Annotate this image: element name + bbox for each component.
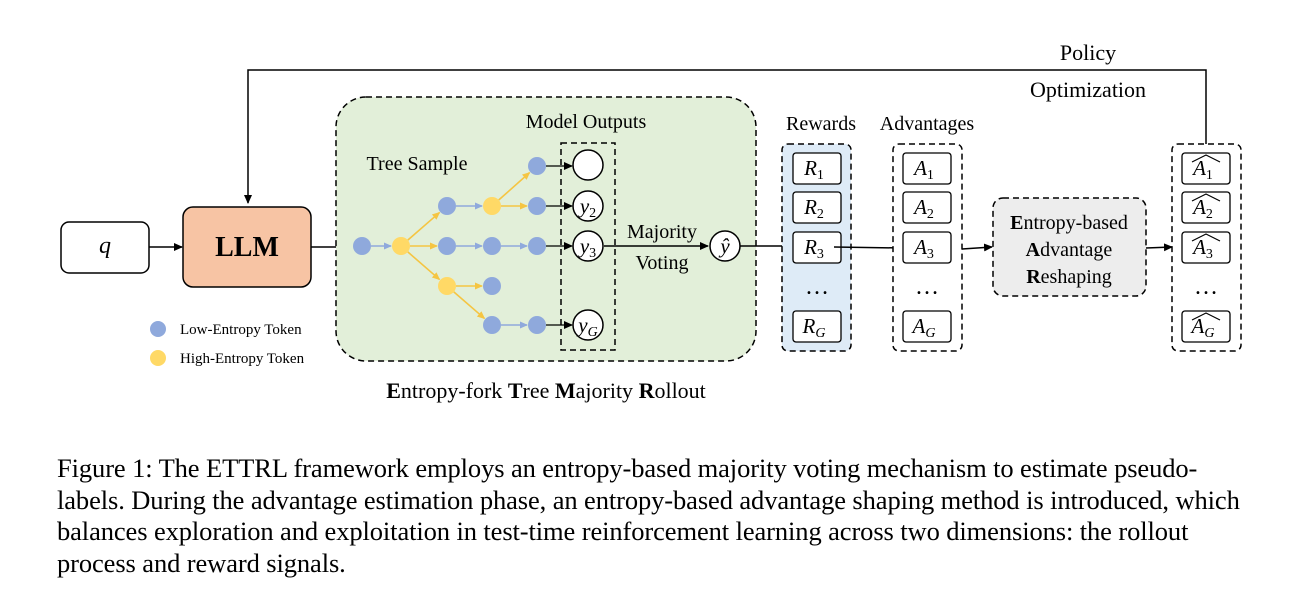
advantage-item: A3 xyxy=(902,231,952,264)
yhat-label: ŷ xyxy=(718,234,730,258)
low-entropy-token xyxy=(438,197,456,215)
high-entropy-token xyxy=(392,237,410,255)
tree-sample-label: Tree Sample xyxy=(367,153,468,175)
llm-node: LLM xyxy=(182,206,312,288)
reshaping-line1: Entropy-based xyxy=(1010,212,1128,234)
tree-edges xyxy=(371,162,573,329)
majority-voting: Majority Voting ŷ xyxy=(604,221,741,274)
optimization-label: Optimization xyxy=(1030,77,1146,102)
output-item-y2: y2 xyxy=(572,190,604,222)
high-entropy-legend-label: High-Entropy Token xyxy=(180,351,305,367)
reshaped-advantage-item: AG xyxy=(1181,310,1231,343)
ellipsis: … xyxy=(915,274,939,300)
figure-caption: Figure 1: The ETTRL framework employs an… xyxy=(57,453,1240,578)
low-entropy-legend-label: Low-Entropy Token xyxy=(180,322,302,338)
ettrl-framework-diagram: Policy Optimization q LLM Tree Sample Mo… xyxy=(60,40,1242,403)
tree-edge xyxy=(407,251,441,281)
rollout-title: Entropy-fork Tree Majority Rollout xyxy=(386,378,706,403)
svg-text:AG: AG xyxy=(911,314,936,341)
reward-item: RG xyxy=(792,310,842,343)
svg-text:A1: A1 xyxy=(912,156,934,183)
hat-accent xyxy=(1191,312,1221,321)
svg-text:A1: A1 xyxy=(1191,156,1213,183)
voting-label: Voting xyxy=(636,252,689,274)
advantage-item: AG xyxy=(902,310,952,343)
low-entropy-token xyxy=(528,197,546,215)
svg-text:y3: y3 xyxy=(578,234,596,261)
high-entropy-legend-dot xyxy=(150,350,166,366)
hat-accent xyxy=(1191,154,1221,163)
output-item-yG: yG xyxy=(572,309,604,341)
output-list: y2 y3 yG xyxy=(572,149,604,341)
low-entropy-token xyxy=(528,157,546,175)
reshaped-advantage-item: A2 xyxy=(1181,191,1231,224)
reward-item: R2 xyxy=(792,191,842,224)
svg-text:R3: R3 xyxy=(803,235,824,262)
reward-item: R3 xyxy=(792,231,842,264)
tree-edge xyxy=(407,211,441,241)
output-item-y3: y3 xyxy=(572,230,604,262)
reshaping-line2: Advantage xyxy=(1026,239,1113,261)
majority-label: Majority xyxy=(627,221,697,243)
legend: Low-Entropy Token High-Entropy Token xyxy=(150,321,305,367)
reward-item: R1 xyxy=(792,152,842,185)
output-item-empty xyxy=(572,149,604,181)
policy-label: Policy xyxy=(1060,40,1116,65)
low-entropy-token xyxy=(438,237,456,255)
svg-text:A2: A2 xyxy=(912,195,934,222)
hat-accent xyxy=(1191,233,1221,242)
ellipsis: … xyxy=(1194,274,1218,300)
low-entropy-token xyxy=(483,237,501,255)
model-outputs-label: Model Outputs xyxy=(526,111,647,133)
reshaped-advantage-item: A1 xyxy=(1181,152,1231,185)
high-entropy-token xyxy=(483,197,501,215)
query-node: q xyxy=(60,221,150,274)
policy-optimization-loop: Policy Optimization xyxy=(244,40,1207,204)
svg-text:y2: y2 xyxy=(578,194,596,221)
hat-accent xyxy=(1191,193,1221,202)
advantages-title: Advantages xyxy=(880,113,975,135)
low-entropy-token xyxy=(483,277,501,295)
low-entropy-token xyxy=(483,316,501,334)
tree-nodes xyxy=(353,157,546,334)
svg-text:RG: RG xyxy=(802,314,826,341)
svg-text:A3: A3 xyxy=(1191,235,1213,262)
svg-text:R1: R1 xyxy=(803,156,824,183)
low-entropy-token xyxy=(353,237,371,255)
low-entropy-token xyxy=(528,316,546,334)
llm-label: LLM xyxy=(215,232,279,263)
reshaping-line3: Reshaping xyxy=(1026,266,1112,288)
svg-text:A2: A2 xyxy=(1191,195,1213,222)
query-label: q xyxy=(99,233,111,259)
advantage-item: A1 xyxy=(902,152,952,185)
low-entropy-legend-dot xyxy=(150,321,166,337)
low-entropy-token xyxy=(528,237,546,255)
svg-text:yG: yG xyxy=(576,313,597,340)
advantage-reshaping-node: Entropy-based Advantage Reshaping xyxy=(992,197,1147,297)
tree-edge xyxy=(453,291,486,320)
tree-edge xyxy=(498,171,531,201)
rewards-title: Rewards xyxy=(786,113,856,135)
rollout-panel: Tree Sample Model Outputs xyxy=(335,96,757,362)
high-entropy-token xyxy=(438,277,456,295)
svg-text:R2: R2 xyxy=(803,195,824,222)
reshaped-advantage-item: A3 xyxy=(1181,231,1231,264)
ellipsis: … xyxy=(805,274,829,300)
advantage-item: A2 xyxy=(902,191,952,224)
svg-text:A3: A3 xyxy=(912,235,934,262)
